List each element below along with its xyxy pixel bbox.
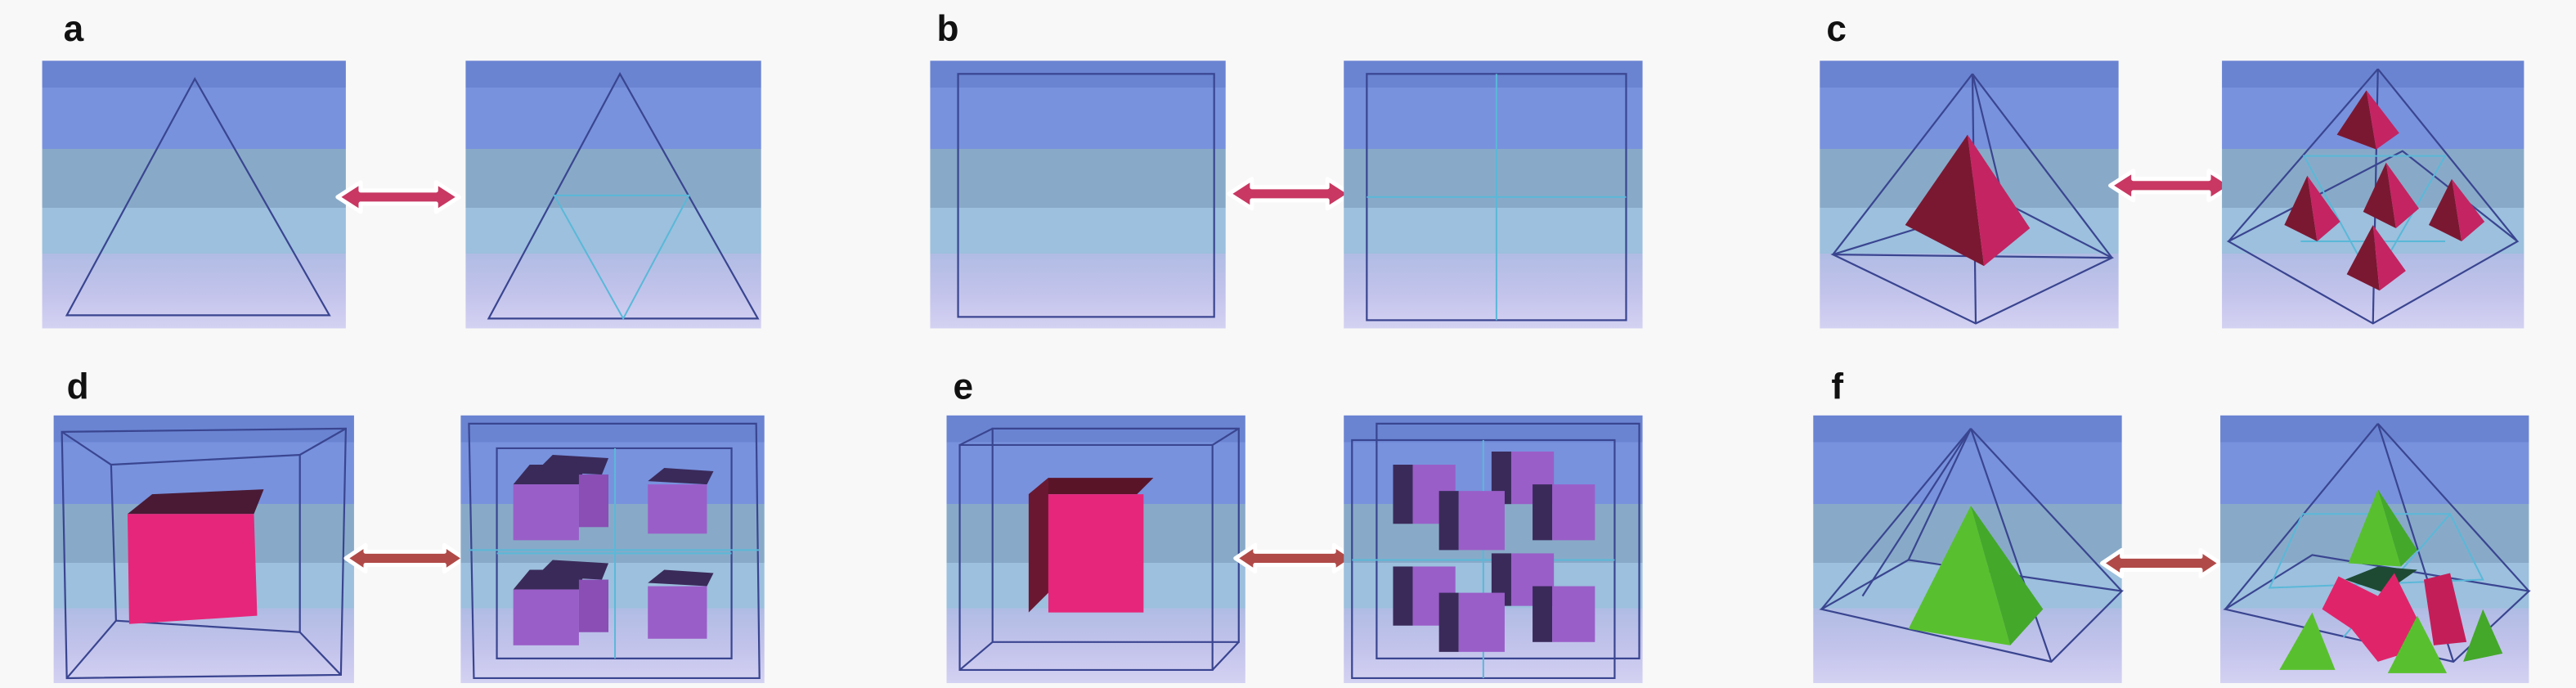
solid-cube (1028, 478, 1154, 613)
solid-tetrahedron (1905, 134, 2031, 267)
panel-label-a: a (64, 9, 84, 49)
panel-b-coarse (930, 61, 1226, 329)
panel-label-e: e (954, 367, 974, 407)
double-arrow-icon (338, 182, 460, 212)
panel-c-coarse (1820, 61, 2119, 329)
prism-wireframe (468, 422, 761, 680)
solid-pyramid (1908, 506, 2044, 645)
pyramid-wireframe (1819, 428, 2124, 663)
panel-label-f: f (1831, 367, 1843, 407)
panel-a-refined (465, 61, 761, 329)
panel-f-coarse (1813, 415, 2124, 683)
panel-f-refined (2220, 415, 2531, 683)
panel-background (1344, 61, 1643, 329)
panel-background (42, 61, 346, 329)
double-arrow-icon (2103, 550, 2221, 576)
triangle-mesh (65, 77, 331, 317)
panel-a-coarse (42, 61, 346, 329)
double-arrow-icon (346, 545, 464, 571)
double-arrow-icon (1236, 545, 1354, 571)
refined-tetrahedra (2284, 90, 2485, 291)
panel-label-b: b (936, 9, 958, 49)
cube-wireframe (1351, 422, 1640, 680)
square-mesh (957, 73, 1215, 318)
refined-prisms (513, 454, 714, 645)
double-arrow-icon (1229, 179, 1351, 209)
panel-b-refined (1344, 61, 1643, 329)
refined-cubes (1393, 451, 1595, 652)
panel-d-coarse (53, 415, 354, 683)
panel-background (930, 61, 1226, 329)
refined-subtriangles (553, 194, 691, 321)
solid-prism (127, 489, 264, 624)
panel-e-refined (1344, 415, 1643, 683)
refined-pyramids (2279, 489, 2503, 673)
double-arrow-icon (2111, 171, 2233, 200)
panel-label-c: c (1826, 9, 1847, 49)
panel-d-refined (460, 415, 765, 683)
panel-c-refined (2222, 61, 2524, 329)
prism-wireframe (61, 427, 348, 680)
panel-e-coarse (946, 415, 1245, 683)
panel-label-d: d (67, 367, 89, 407)
cube-wireframe (958, 427, 1240, 672)
